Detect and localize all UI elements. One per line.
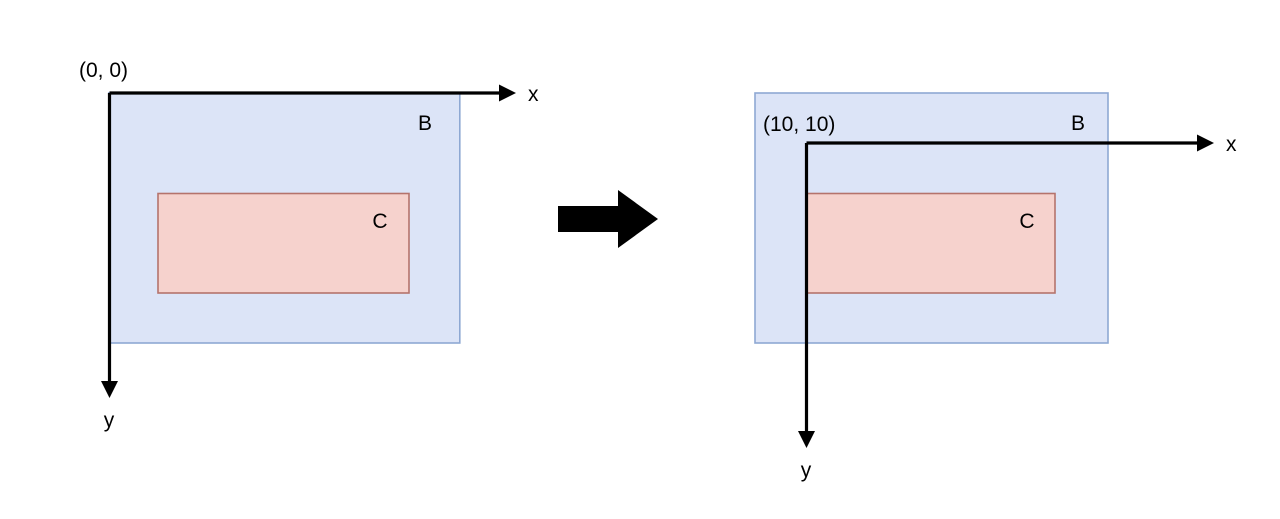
right-panel: B C (10, 10) x y <box>754 92 1237 482</box>
left-inner-rect-c <box>157 192 410 294</box>
right-y-axis-arrowhead <box>798 431 815 448</box>
left-origin-coordinate-label: (0, 0) <box>79 59 128 82</box>
left-outer-rect-label: B <box>418 112 432 135</box>
right-origin-coordinate-label: (10, 10) <box>763 113 835 136</box>
right-inner-rect-c <box>805 192 1056 294</box>
left-panel: B C (0, 0) x y <box>79 59 539 432</box>
right-outer-rect-label: B <box>1071 112 1085 135</box>
left-inner-rect-label: C <box>372 210 387 233</box>
transform-arrow-icon <box>558 190 658 248</box>
left-y-axis-label: y <box>104 409 115 432</box>
left-x-axis-arrowhead <box>499 84 516 102</box>
left-x-axis-label: x <box>528 83 539 106</box>
right-x-axis-label: x <box>1226 133 1237 156</box>
left-y-axis-arrowhead <box>101 381 118 398</box>
transform-arrow-shape <box>558 190 658 248</box>
right-inner-rect-label: C <box>1019 210 1034 233</box>
right-y-axis-label: y <box>801 459 812 482</box>
right-x-axis-arrowhead <box>1197 134 1214 152</box>
